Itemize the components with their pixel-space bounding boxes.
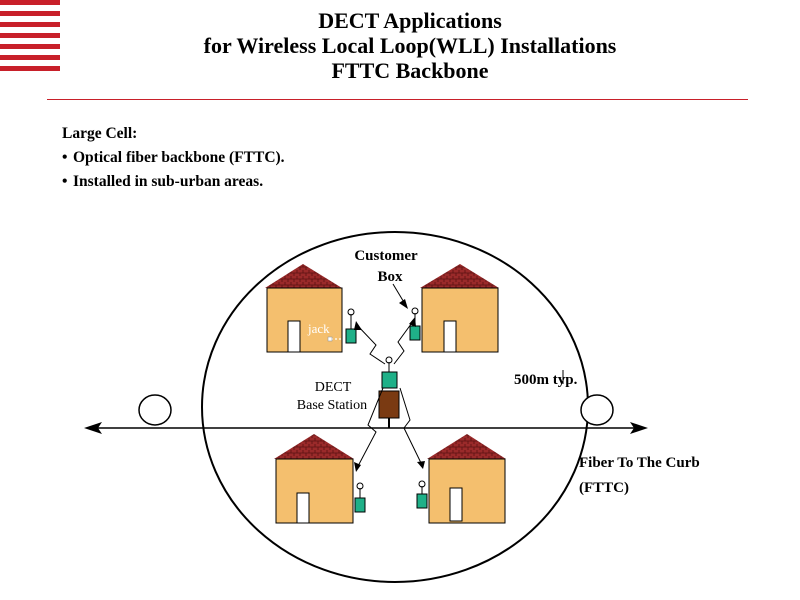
radio-link-bottom-left (356, 387, 384, 469)
house-door (296, 492, 310, 524)
arrow-icon (399, 299, 408, 309)
svg-text:jack: jack (307, 321, 330, 336)
title-line-1: DECT Applications (318, 8, 502, 33)
customer-box-bottom-left (354, 482, 366, 513)
house-top-left (265, 264, 343, 353)
customer-box-label-line1: Customer (354, 248, 418, 264)
fiber-loop-right (580, 394, 614, 426)
svg-text:500m typ.: 500m typ. (514, 372, 578, 388)
radio-link-top-left (355, 323, 386, 365)
fiber-line (84, 422, 648, 434)
house-bottom-left (274, 434, 354, 524)
arrow-left-icon (84, 422, 102, 434)
house-top-right (420, 264, 499, 353)
jack-label: jack (307, 321, 330, 336)
title-line-3: FTTC Backbone (331, 58, 489, 83)
bullet-text: Optical fiber backbone (FTTC). (73, 149, 285, 166)
logo-stripes (0, 0, 60, 72)
intro-heading: Large Cell: (62, 125, 138, 142)
arrow-icon (409, 317, 416, 327)
customer-box-top-left (345, 308, 357, 344)
svg-text:(FTTC): (FTTC) (579, 480, 629, 496)
range-label: 500m typ. (514, 372, 578, 388)
jack-socket (327, 336, 333, 342)
radio-link-bottom-right (399, 387, 423, 466)
arrow-icon (417, 461, 425, 469)
title-divider (47, 99, 748, 100)
svg-text:Fiber To The Curb: Fiber To The Curb (579, 455, 700, 471)
bullet-item: •Installed in sub-urban areas. (62, 173, 264, 190)
customer-box-label-line2: Box (377, 269, 403, 285)
title-line-2: for Wireless Local Loop(WLL) Installatio… (203, 33, 617, 58)
arrow-icon (354, 462, 361, 472)
fiber-label-line1: Fiber To The Curb (579, 455, 700, 471)
base-station-label-line2: Base Station (297, 398, 367, 413)
house-door (443, 320, 457, 353)
house-door (287, 320, 301, 353)
fiber-label-line2: (FTTC) (579, 480, 629, 496)
intro-text: Large Cell: •Optical fiber backbone (FTT… (62, 122, 285, 194)
svg-text:Box: Box (377, 269, 403, 285)
svg-text:Customer: Customer (354, 248, 418, 264)
house-bottom-right (427, 434, 506, 524)
bullet-item: •Optical fiber backbone (FTTC). (62, 149, 285, 166)
base-station-label-line1: DECT (315, 380, 352, 395)
svg-text:DECT: DECT (315, 380, 352, 395)
dect-base-station (378, 356, 400, 428)
page-title: DECT Applications for Wireless Local Loo… (100, 8, 720, 83)
arrow-right-icon (630, 422, 648, 434)
arrow-icon (354, 321, 362, 330)
house-door (449, 487, 463, 522)
fiber-loop-left (138, 394, 172, 426)
svg-text:Base Station: Base Station (297, 398, 367, 413)
bullet-text: Installed in sub-urban areas. (73, 173, 264, 190)
radio-link-top-right (393, 319, 415, 365)
customer-box-bottom-right (416, 480, 428, 509)
